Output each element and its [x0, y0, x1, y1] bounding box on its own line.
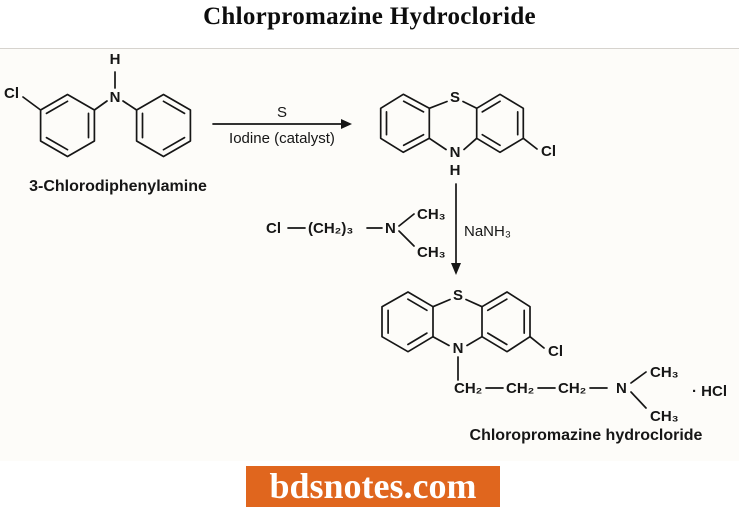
- formula-ch3-top: CH₃: [650, 364, 679, 381]
- atom-label-n: N: [110, 89, 121, 106]
- atom-label-cl: Cl: [548, 343, 563, 360]
- atom-label-cl: Cl: [266, 220, 281, 237]
- atom-label-cl: Cl: [541, 143, 556, 160]
- formula-ch2-chain: (CH₂)₃: [308, 220, 353, 237]
- reactant-name: 3-Chlorodiphenylamine: [29, 178, 207, 195]
- side-chain-bonds: [485, 371, 647, 409]
- benzene-ring-double-bonds: [45, 100, 90, 151]
- arrow-head: [341, 119, 352, 129]
- product-name: Chloropromazine hydrocloride: [470, 427, 703, 444]
- footer-logo: bdsnotes.com: [246, 466, 500, 507]
- benzene-ring-double-bonds: [385, 100, 425, 147]
- reactant-structure: Cl H N: [4, 51, 192, 158]
- arrow-head: [451, 263, 461, 275]
- atom-label-n-chain: N: [616, 380, 627, 397]
- product-structure: S N Cl CH₂ CH₂ CH₂ N CH₃ CH₃ · HCl: [381, 287, 727, 425]
- page-title: Chlorpromazine Hydrocloride: [203, 3, 536, 30]
- reagent-bonds: [287, 213, 415, 247]
- heteroatom-bonds: [428, 100, 538, 151]
- atom-label-n: N: [450, 144, 461, 161]
- step2-condition-label: NaNH₃: [464, 223, 511, 240]
- atom-label-h: H: [450, 162, 461, 179]
- formula-ch3-bottom: CH₃: [650, 408, 679, 425]
- atom-label-s: S: [450, 89, 460, 106]
- scanned-figure-background: [0, 49, 739, 461]
- benzene-ring-double-bonds: [387, 298, 428, 346]
- benzene-ring-double-bonds: [481, 100, 519, 147]
- substituent-bonds: [22, 71, 138, 111]
- step1-reagent-label: S: [277, 104, 287, 121]
- atom-label-n: N: [385, 220, 396, 237]
- intermediate-structure: S N H Cl: [379, 89, 556, 179]
- formula-ch3-bottom: CH₃: [417, 244, 446, 261]
- heteroatom-bonds: [432, 298, 545, 381]
- atom-label-h: H: [110, 51, 121, 68]
- formula-ch3-top: CH₃: [417, 206, 446, 223]
- atom-label-s: S: [453, 287, 463, 304]
- formula-ch2-2: CH₂: [506, 380, 534, 397]
- formula-ch2-3: CH₂: [558, 380, 586, 397]
- benzene-ring-double-bonds: [141, 100, 186, 151]
- footer-logo-text: bdsnotes.com: [269, 466, 477, 506]
- formula-hcl-salt: · HCl: [692, 383, 727, 400]
- alkyl-reagent-structure: Cl (CH₂)₃ N CH₃ CH₃: [266, 206, 446, 261]
- step1-catalyst-label: Iodine (catalyst): [229, 130, 335, 147]
- atom-label-n: N: [453, 340, 464, 357]
- reaction-arrow-right: [212, 119, 352, 129]
- formula-ch2-1: CH₂: [454, 380, 482, 397]
- benzene-ring-double-bonds: [486, 298, 526, 346]
- reaction-scheme: Cl H N 3-Chlorodiphenylamine S Iodine (c…: [0, 48, 739, 461]
- reaction-arrow-down: [451, 183, 461, 275]
- atom-label-cl: Cl: [4, 85, 19, 102]
